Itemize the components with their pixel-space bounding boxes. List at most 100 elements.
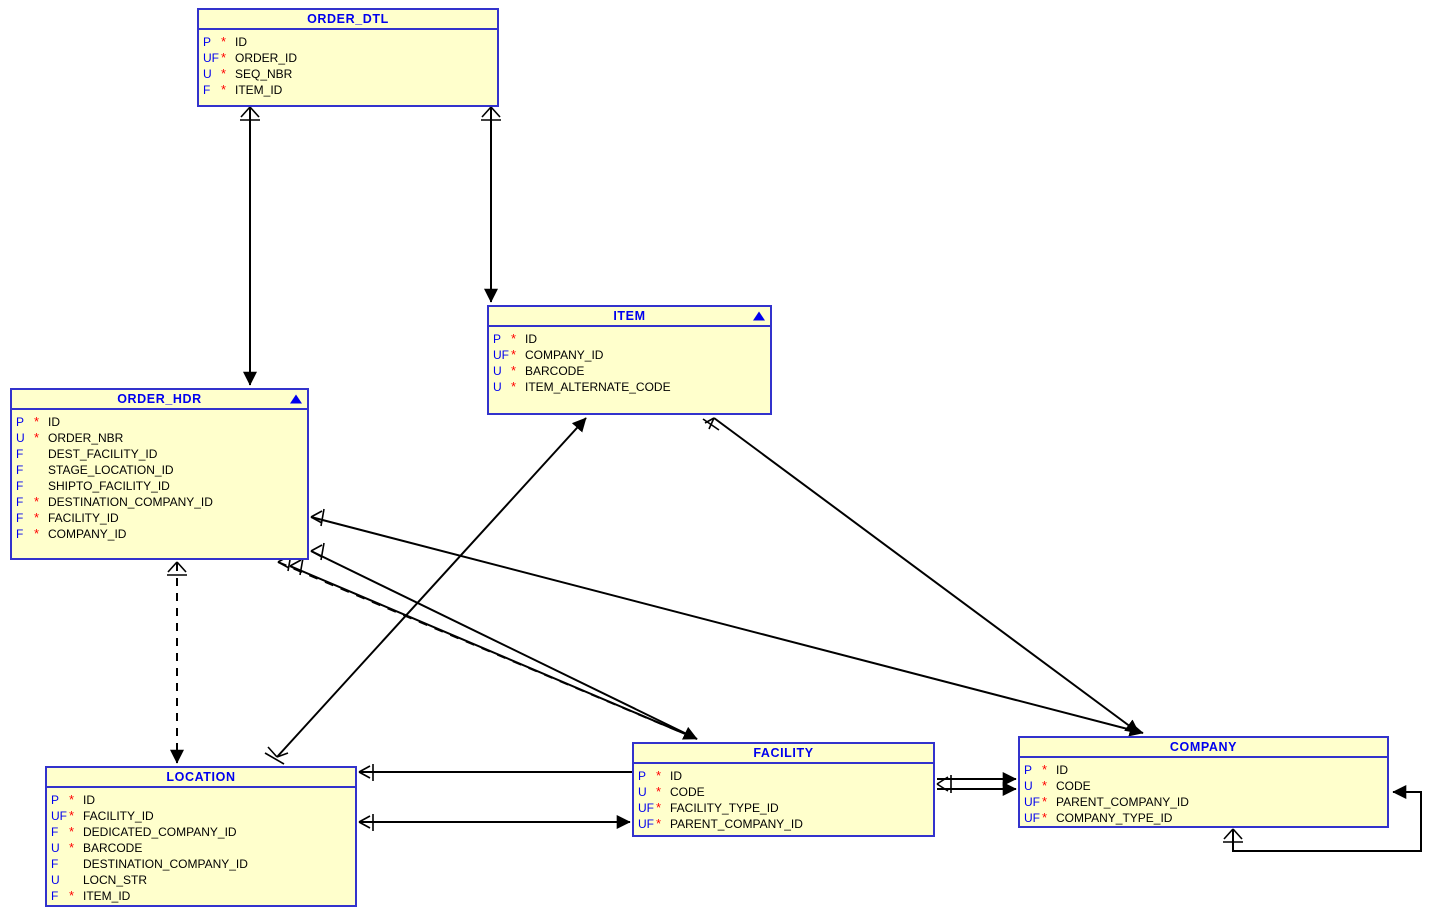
entity-title: COMPANY: [1169, 740, 1238, 754]
attribute-key: U: [51, 873, 60, 887]
mandatory-marker: *: [511, 331, 517, 346]
attribute-key: U: [493, 380, 502, 394]
attribute-name: ITEM_ID: [83, 889, 131, 903]
attribute-name: COMPANY_TYPE_ID: [1056, 811, 1173, 825]
attribute-name: COMPANY_ID: [48, 527, 127, 541]
attribute-name: ITEM_ID: [235, 83, 283, 97]
entity-header: ITEM: [489, 307, 770, 327]
entity-facility[interactable]: FACILITY P * ID U * CODE UF * FACILITY_T…: [632, 742, 935, 837]
attribute-row: F DEST_FACILITY_ID: [12, 446, 307, 462]
attribute-key: P: [638, 769, 647, 783]
attribute-name: DEST_FACILITY_ID: [48, 447, 158, 461]
attribute-row: F SHIPTO_FACILITY_ID: [12, 478, 307, 494]
relationship-order_hdr-company: [310, 508, 1144, 737]
attribute-key: F: [16, 479, 24, 493]
relationship-order_dtl-item: [481, 106, 501, 303]
attribute-name: ID: [1056, 763, 1068, 777]
attribute-name: LOCN_STR: [83, 873, 148, 887]
mandatory-marker: [69, 856, 80, 872]
attribute-row: U LOCN_STR: [47, 872, 355, 888]
attribute-row: F * FACILITY_ID: [12, 510, 307, 526]
relationship-order_hdr-location: [167, 561, 187, 764]
attribute-key: P: [1024, 763, 1033, 777]
collapse-triangle-icon[interactable]: [753, 311, 765, 321]
mandatory-marker: *: [511, 379, 517, 394]
mandatory-marker: *: [1042, 778, 1048, 793]
relationship-location-item: [264, 417, 587, 765]
entity-order_hdr[interactable]: ORDER_HDR P * ID U * ORDER_NBR F DEST_FA…: [10, 388, 309, 560]
attribute-key: UF: [203, 51, 219, 65]
mandatory-marker: *: [656, 784, 662, 799]
entity-company[interactable]: COMPANY P * ID U * CODE UF * PARENT_COMP…: [1018, 736, 1389, 828]
attribute-key: U: [16, 431, 25, 445]
attribute-row: F * COMPANY_ID: [12, 526, 307, 542]
attribute-name: CODE: [670, 785, 705, 799]
attribute-key: P: [51, 793, 60, 807]
attribute-name: BARCODE: [83, 841, 143, 855]
attribute-row: U * CODE: [1020, 778, 1387, 794]
attribute-name: DESTINATION_COMPANY_ID: [48, 495, 213, 509]
relationship-company-self: [1223, 785, 1422, 852]
attribute-row: P * ID: [47, 792, 355, 808]
entity-title: ORDER_HDR: [117, 392, 202, 406]
mandatory-marker: *: [1042, 762, 1048, 777]
relationship-order_dtl-order_hdr: [240, 106, 260, 386]
relationship-location-facility: [358, 764, 632, 781]
attribute-key: F: [16, 527, 24, 541]
mandatory-marker: [34, 446, 45, 462]
attribute-row: UF * COMPANY_TYPE_ID: [1020, 810, 1387, 826]
mandatory-marker: *: [1042, 794, 1048, 809]
attribute-row: F * ITEM_ID: [47, 888, 355, 904]
mandatory-marker: *: [511, 363, 517, 378]
attribute-name: PARENT_COMPANY_ID: [1056, 795, 1189, 809]
attribute-key: F: [16, 511, 24, 525]
attribute-key: P: [493, 332, 502, 346]
mandatory-marker: *: [1042, 810, 1048, 825]
mandatory-marker: *: [69, 808, 75, 823]
attribute-name: ORDER_ID: [235, 51, 298, 65]
attribute-list: P * ID UF * ORDER_ID U * SEQ_NBR F * ITE…: [199, 30, 497, 104]
attribute-row: U * CODE: [634, 784, 933, 800]
attribute-key: U: [493, 364, 502, 378]
attribute-name: ORDER_NBR: [48, 431, 124, 445]
attribute-key: F: [51, 889, 59, 903]
attribute-row: UF * ORDER_ID: [199, 50, 497, 66]
relationship-location-facility-parent: [358, 814, 631, 831]
attribute-list: P * ID U * CODE UF * PARENT_COMPANY_ID U…: [1020, 758, 1387, 832]
attribute-name: FACILITY_ID: [83, 809, 154, 823]
mandatory-marker: *: [34, 494, 40, 509]
entity-item[interactable]: ITEM P * ID UF * COMPANY_ID U * BARCODE …: [487, 305, 772, 415]
attribute-name: ID: [48, 415, 60, 429]
entity-header: FACILITY: [634, 744, 933, 764]
attribute-key: U: [51, 841, 60, 855]
mandatory-marker: *: [656, 800, 662, 815]
mandatory-marker: [69, 872, 80, 888]
mandatory-marker: *: [34, 414, 40, 429]
attribute-name: ITEM_ALTERNATE_CODE: [525, 380, 671, 394]
attribute-row: P * ID: [634, 768, 933, 784]
attribute-name: FACILITY_TYPE_ID: [670, 801, 779, 815]
attribute-key: F: [16, 463, 24, 477]
attribute-name: COMPANY_ID: [525, 348, 604, 362]
relationship-order_hdr-facility-second: [289, 557, 698, 740]
mandatory-marker: *: [69, 792, 75, 807]
attribute-name: SEQ_NBR: [235, 67, 293, 81]
relationship-item-company: [702, 417, 1140, 734]
attribute-row: F DESTINATION_COMPANY_ID: [47, 856, 355, 872]
entity-location[interactable]: LOCATION P * ID UF * FACILITY_ID F * DED…: [45, 766, 357, 907]
attribute-row: U * BARCODE: [47, 840, 355, 856]
attribute-list: P * ID U * CODE UF * FACILITY_TYPE_ID UF…: [634, 764, 933, 838]
attribute-row: P * ID: [12, 414, 307, 430]
entity-header: LOCATION: [47, 768, 355, 788]
attribute-row: F * DESTINATION_COMPANY_ID: [12, 494, 307, 510]
attribute-row: F STAGE_LOCATION_ID: [12, 462, 307, 478]
attribute-key: F: [203, 83, 211, 97]
attribute-key: F: [51, 825, 59, 839]
attribute-key: F: [16, 495, 24, 509]
entity-order_dtl[interactable]: ORDER_DTL P * ID UF * ORDER_ID U * SEQ_N…: [197, 8, 499, 107]
attribute-list: P * ID UF * COMPANY_ID U * BARCODE U * I…: [489, 327, 770, 401]
collapse-triangle-icon[interactable]: [290, 394, 302, 404]
attribute-key: F: [51, 857, 59, 871]
attribute-row: P * ID: [489, 331, 770, 347]
attribute-row: UF * FACILITY_TYPE_ID: [634, 800, 933, 816]
